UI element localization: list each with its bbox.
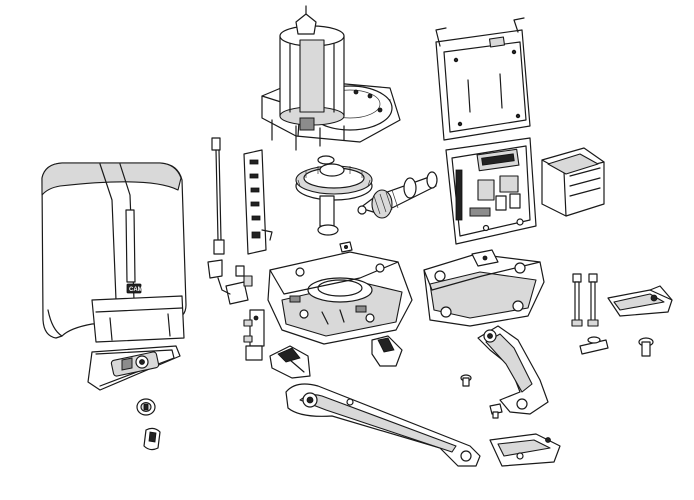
- worm-shaft: [357, 171, 438, 219]
- cover: CAME: [41, 162, 187, 343]
- bolts: [571, 273, 599, 327]
- cover-logo: CAME: [129, 287, 147, 293]
- short-bolt: [638, 337, 654, 357]
- control-board: [445, 137, 537, 245]
- curved-arm: [477, 325, 549, 415]
- end-bracket: [607, 285, 673, 317]
- front-bracket: [423, 249, 545, 327]
- arm-bracket: [489, 433, 561, 467]
- straight-arm: [285, 383, 481, 467]
- stop-cam-left: [269, 345, 311, 379]
- mounting-plate: [435, 17, 531, 141]
- limit-switch: [243, 309, 265, 361]
- stop-cam-right: [371, 335, 403, 367]
- release-key: [143, 427, 161, 451]
- gear-wheel: [295, 155, 373, 236]
- gearbox-base: [267, 251, 413, 345]
- release-lock-panel: [87, 345, 181, 391]
- cable-harness: [207, 137, 253, 305]
- small-screw: [339, 241, 353, 253]
- encoder-strip: [243, 149, 273, 255]
- pin-bolt: [579, 336, 609, 355]
- motor: [261, 5, 401, 151]
- transformer: [541, 147, 605, 217]
- arm-screw: [489, 403, 503, 419]
- bushing: [460, 374, 472, 387]
- lock-cylinder: [136, 398, 156, 416]
